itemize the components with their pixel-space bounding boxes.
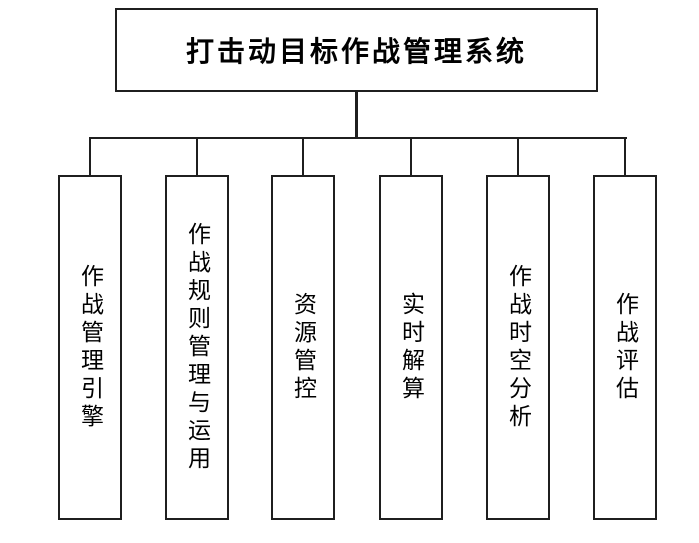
child-node-combat-rules-management: 作战规则管理与运用 <box>165 175 229 520</box>
child-node-combat-management-engine: 作战管理引擎 <box>58 175 122 520</box>
child-node-combat-assessment: 作战评估 <box>593 175 657 520</box>
root-node: 打击动目标作战管理系统 <box>115 8 598 92</box>
connector-drop-1 <box>89 138 91 176</box>
connector-drop-6 <box>624 138 626 176</box>
connector-drop-4 <box>410 138 412 176</box>
child-node-label: 作战规则管理与运用 <box>184 221 211 474</box>
child-node-label: 实时解算 <box>398 291 425 404</box>
child-node-resource-control: 资源管控 <box>271 175 335 520</box>
child-node-label: 资源管控 <box>290 291 317 404</box>
root-node-label: 打击动目标作战管理系统 <box>185 36 527 67</box>
child-node-label: 作战评估 <box>612 291 639 404</box>
child-node-label: 作战管理引擎 <box>77 263 104 432</box>
connector-drop-3 <box>302 138 304 176</box>
connector-bus <box>89 137 627 139</box>
child-node-spatiotemporal-analysis: 作战时空分析 <box>486 175 550 520</box>
child-node-label: 作战时空分析 <box>505 263 532 432</box>
connector-stem <box>355 92 358 139</box>
connector-drop-5 <box>517 138 519 176</box>
connector-drop-2 <box>196 138 198 176</box>
child-node-realtime-calculation: 实时解算 <box>379 175 443 520</box>
